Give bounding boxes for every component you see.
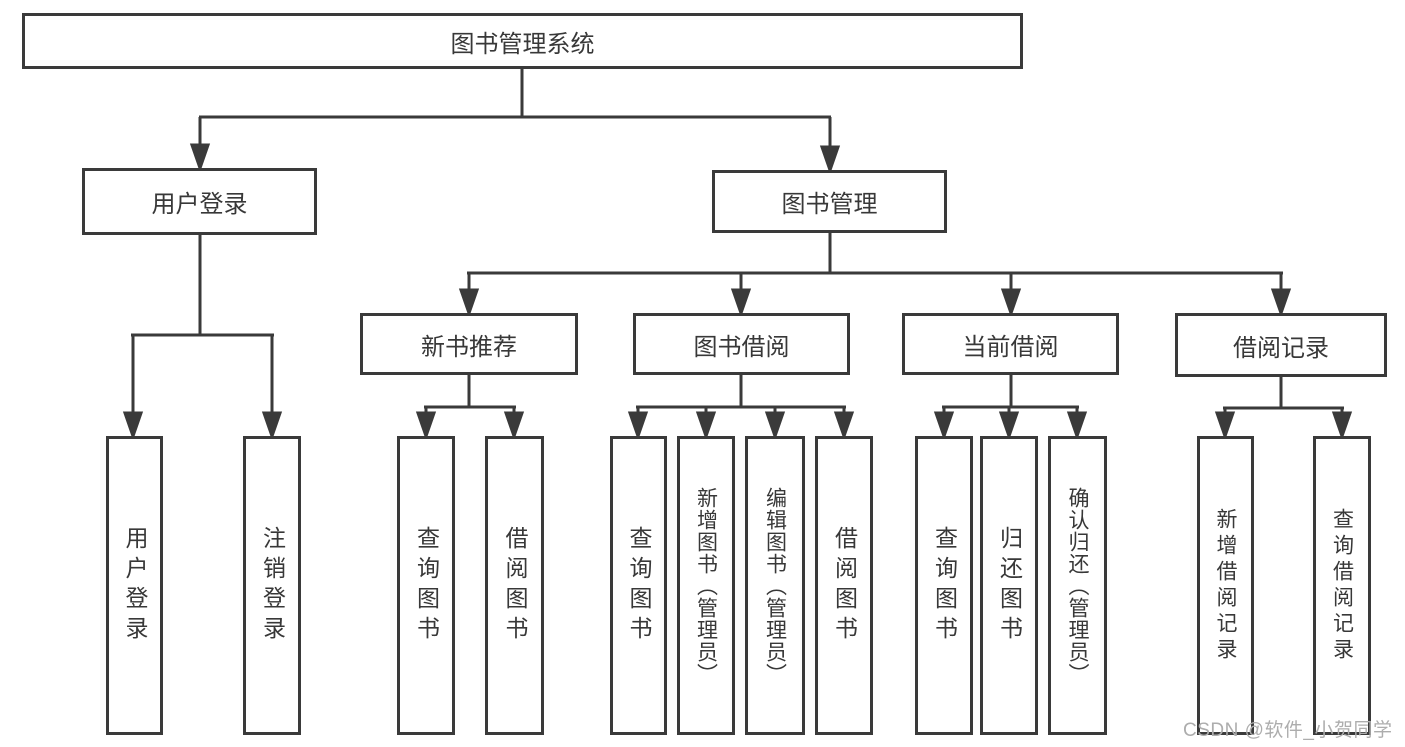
node-current-borrow-label: 当前借阅 (962, 333, 1059, 361)
node-user-login: 用户登录 (82, 168, 317, 235)
leaf-node-nbr-query-book: 查询图书 (397, 436, 455, 735)
csdn-watermark: CSDN @软件_小贺同学 (1183, 720, 1393, 741)
root-node-label: 图书管理系统 (450, 30, 595, 58)
leaf-node-cb-confirm-return: 确认归还（管理员） (1048, 436, 1107, 735)
leaf-node-bb-add-book: 新增图书（管理员） (677, 436, 735, 735)
leaf-node-br-query-record: 查询借阅记录 (1313, 436, 1371, 735)
node-book-borrow-label: 图书借阅 (693, 333, 790, 361)
node-new-book-recommend: 新书推荐 (360, 313, 578, 375)
leaf-node-nbr-borrow-book-label: 借阅图书 (502, 525, 528, 646)
connector-lines (122, 69, 1353, 441)
leaf-node-cb-return-book: 归还图书 (980, 436, 1038, 735)
node-current-borrow: 当前借阅 (902, 313, 1119, 375)
leaf-node-cb-query-book-label: 查询图书 (931, 525, 958, 646)
leaf-node-bb-edit-book: 编辑图书（管理员） (745, 436, 805, 735)
leaf-node-bb-edit-book-label: 编辑图书（管理员） (763, 486, 787, 685)
leaf-node-cb-query-book: 查询图书 (915, 436, 973, 735)
node-borrow-records-label: 借阅记录 (1233, 334, 1329, 362)
leaf-node-bb-borrow-book-label: 借阅图书 (831, 525, 858, 646)
leaf-node-cb-return-book-label: 归还图书 (996, 525, 1023, 646)
leaf-node-logout-label: 注销登录 (259, 525, 286, 646)
leaf-node-br-add-record: 新增借阅记录 (1197, 436, 1254, 735)
node-user-login-label: 用户登录 (151, 191, 248, 218)
node-book-borrow: 图书借阅 (633, 313, 850, 375)
leaf-node-cb-confirm-return-label: 确认归还（管理员） (1066, 486, 1089, 685)
node-borrow-records: 借阅记录 (1175, 313, 1387, 377)
root-node-library-system: 图书管理系统 (22, 13, 1023, 69)
node-book-management: 图书管理 (712, 170, 947, 233)
leaf-node-bb-borrow-book: 借阅图书 (815, 436, 873, 735)
leaf-node-bb-query-book: 查询图书 (610, 436, 667, 735)
leaf-node-bb-add-book-label: 新增图书（管理员） (694, 486, 718, 685)
leaf-node-user-login-label: 用户登录 (122, 525, 148, 646)
leaf-node-br-add-record-label: 新增借阅记录 (1214, 507, 1237, 664)
leaf-node-bb-query-book-label: 查询图书 (626, 525, 652, 646)
leaf-node-user-login: 用户登录 (106, 436, 163, 735)
node-new-book-recommend-label: 新书推荐 (421, 333, 517, 361)
leaf-node-logout: 注销登录 (243, 436, 301, 735)
node-book-management-label: 图书管理 (781, 191, 878, 218)
leaf-node-nbr-borrow-book: 借阅图书 (485, 436, 544, 735)
leaf-node-nbr-query-book-label: 查询图书 (413, 525, 440, 646)
leaf-node-br-query-record-label: 查询借阅记录 (1330, 507, 1354, 664)
